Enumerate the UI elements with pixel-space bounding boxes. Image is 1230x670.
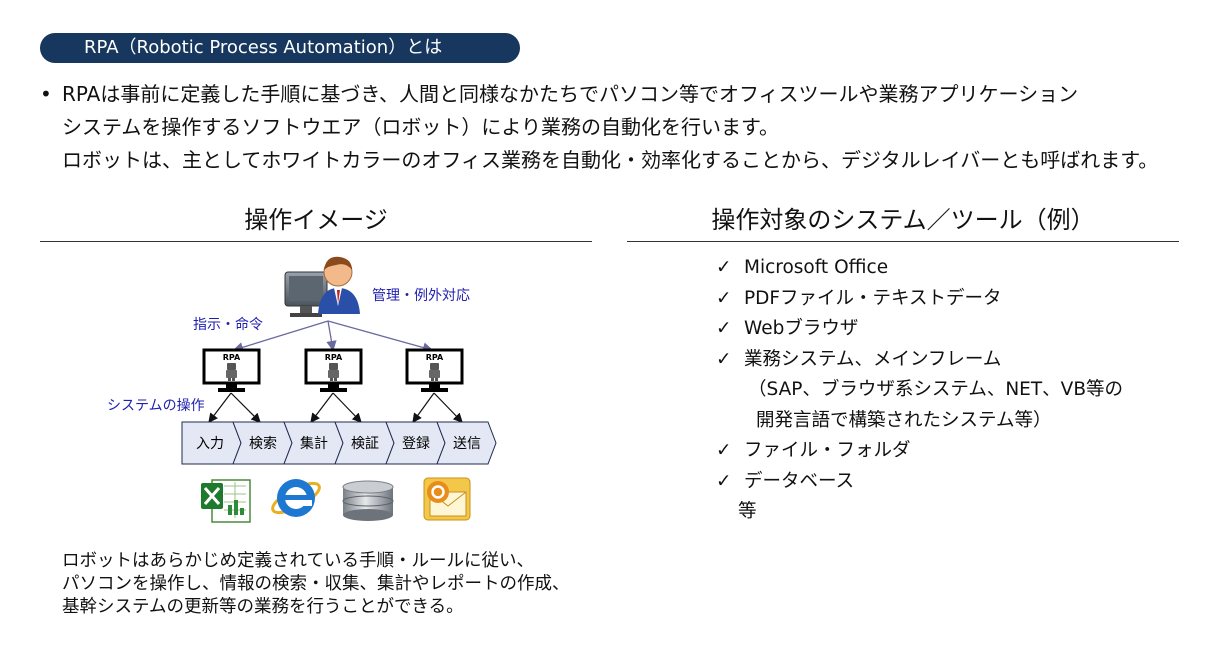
robot-icon bbox=[429, 363, 440, 381]
caption-line-3: 基幹システムの更新等の業務を行うことができる。 bbox=[62, 597, 464, 617]
process-step-1: 入力 bbox=[196, 436, 224, 452]
check-icon: ✓ bbox=[716, 318, 732, 339]
process-steps: 入力 検索 集計 検証 登録 送信 bbox=[181, 421, 497, 465]
caption-line-2: パソコンを操作し、情報の検索・収集、集計やレポートの作成、 bbox=[62, 574, 570, 594]
command-arrow-2 bbox=[326, 320, 337, 352]
system-arrows bbox=[208, 392, 463, 423]
list-item-label: データベース bbox=[744, 470, 855, 492]
list-item: ✓ Microsoft Office bbox=[716, 253, 1123, 284]
list-note: 開発言語で構築されたシステム等） bbox=[716, 406, 1123, 437]
robot-screen-label: RPA bbox=[223, 353, 241, 362]
list-note-line-2: 開発言語で構築されたシステム等） bbox=[756, 409, 1052, 431]
right-section-title: 操作対象のシステム／ツール（例） bbox=[711, 206, 1095, 234]
admin-label: 管理・例外対応 bbox=[372, 288, 470, 304]
command-arrow-3 bbox=[327, 320, 434, 353]
diagram-caption: ロボットはあらかじめ定義されている手順・ルールに従い、 パソコンを操作し、情報の… bbox=[62, 550, 570, 619]
process-step-shape bbox=[436, 421, 497, 465]
check-icon: ✓ bbox=[716, 348, 732, 370]
list-item: ✓ ファイル・フォルダ bbox=[716, 436, 1123, 467]
section-header-pill: RPA（Robotic Process Automation）とは bbox=[40, 33, 520, 63]
check-icon: ✓ bbox=[716, 440, 732, 461]
right-section-rule bbox=[627, 241, 1179, 242]
list-item: ✓ データベース bbox=[716, 467, 1123, 498]
list-item: ✓ Webブラウザ bbox=[716, 314, 1123, 345]
admin-person-icon bbox=[284, 256, 360, 317]
list-etc: 等 bbox=[716, 497, 1123, 528]
robot-screen-label: RPA bbox=[426, 353, 444, 362]
excel-icon bbox=[201, 479, 251, 523]
internet-explorer-icon bbox=[271, 479, 321, 517]
intro-line-2: システムを操作するソフトウエア（ロボット）により業務の自動化を行います。 bbox=[62, 115, 779, 139]
list-note: （SAP、ブラウザ系システム、NET、VB等の bbox=[716, 375, 1123, 406]
list-item-label: 業務システム、メインフレーム bbox=[744, 348, 1002, 370]
process-step-5: 登録 bbox=[402, 436, 430, 452]
command-label: 指示・命令 bbox=[193, 316, 263, 333]
command-arrow-1 bbox=[232, 320, 329, 353]
robot-icon bbox=[226, 363, 237, 381]
check-icon: ✓ bbox=[716, 257, 732, 278]
list-item-label: ファイル・フォルダ bbox=[744, 440, 911, 461]
left-section-title: 操作イメージ bbox=[244, 206, 388, 234]
system-label: システムの操作 bbox=[107, 398, 205, 414]
list-item: ✓ 業務システム、メインフレーム bbox=[716, 345, 1123, 376]
process-step-4: 検証 bbox=[351, 436, 379, 452]
outlook-icon bbox=[423, 477, 471, 521]
list-note-line-1: （SAP、ブラウザ系システム、NET、VB等の bbox=[748, 379, 1124, 400]
database-icon bbox=[342, 480, 394, 521]
caption-line-1: ロボットはあらかじめ定義されている手順・ルールに従い、 bbox=[62, 551, 534, 571]
process-step-2: 検索 bbox=[249, 435, 277, 452]
list-item-label: Webブラウザ bbox=[744, 318, 859, 339]
list-item-label: PDFファイル・テキストデータ bbox=[744, 287, 1002, 309]
list-etc-label: 等 bbox=[738, 501, 757, 522]
process-step-6: 送信 bbox=[453, 436, 481, 452]
check-icon: ✓ bbox=[716, 287, 732, 309]
robot-monitor-2: RPA bbox=[304, 348, 363, 392]
section-header-title: RPA（Robotic Process Automation）とは bbox=[84, 37, 443, 58]
robot-monitor-1: RPA bbox=[202, 348, 261, 392]
robot-icon bbox=[328, 363, 339, 381]
list-item: ✓ PDFファイル・テキストデータ bbox=[716, 284, 1123, 315]
list-item-label: Microsoft Office bbox=[744, 257, 889, 278]
intro-line-1: RPAは事前に定義した手順に基づき、人間と同様なかたちでパソコン等でオフィスツー… bbox=[62, 82, 1079, 106]
check-icon: ✓ bbox=[716, 470, 732, 492]
process-step-3: 集計 bbox=[300, 435, 328, 452]
intro-line-3: ロボットは、主としてホワイトカラーのオフィス業務を自動化・効率化することから、デ… bbox=[62, 148, 1159, 172]
target-systems-list: ✓ Microsoft Office ✓ PDFファイル・テキストデータ ✓ W… bbox=[716, 253, 1123, 528]
left-section-rule bbox=[40, 241, 592, 242]
robot-screen-label: RPA bbox=[325, 353, 343, 362]
bullet-dot: • bbox=[40, 82, 52, 106]
robot-monitor-3: RPA bbox=[405, 348, 464, 392]
intro-paragraph: • RPAは事前に定義した手順に基づき、人間と同様なかたちでパソコン等でオフィス… bbox=[40, 78, 1220, 177]
